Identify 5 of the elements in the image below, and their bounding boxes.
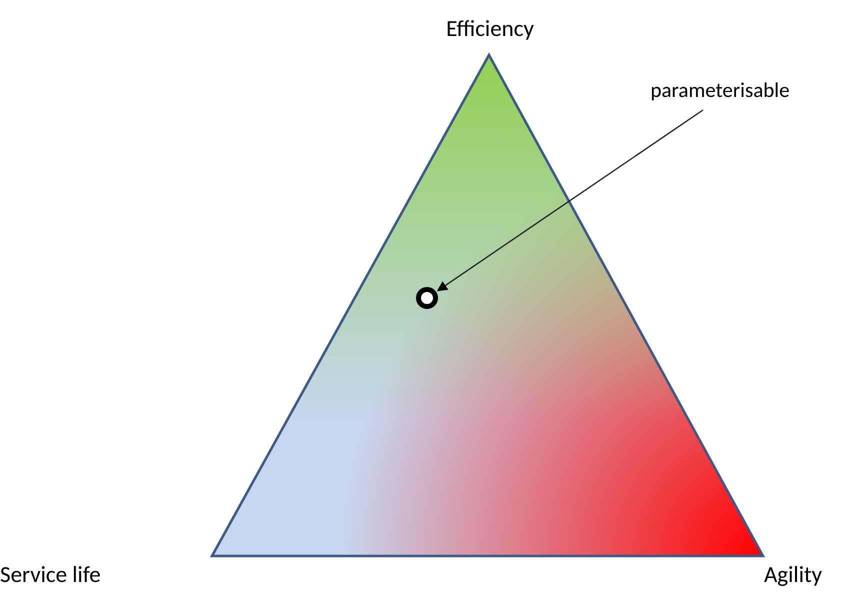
vertex-label: Agility	[764, 561, 822, 589]
callout-text: parameterisable	[650, 76, 790, 106]
vertex-label: Efficiency	[446, 15, 534, 43]
arrow	[436, 109, 704, 292]
vertex-label: Service life	[0, 561, 101, 589]
